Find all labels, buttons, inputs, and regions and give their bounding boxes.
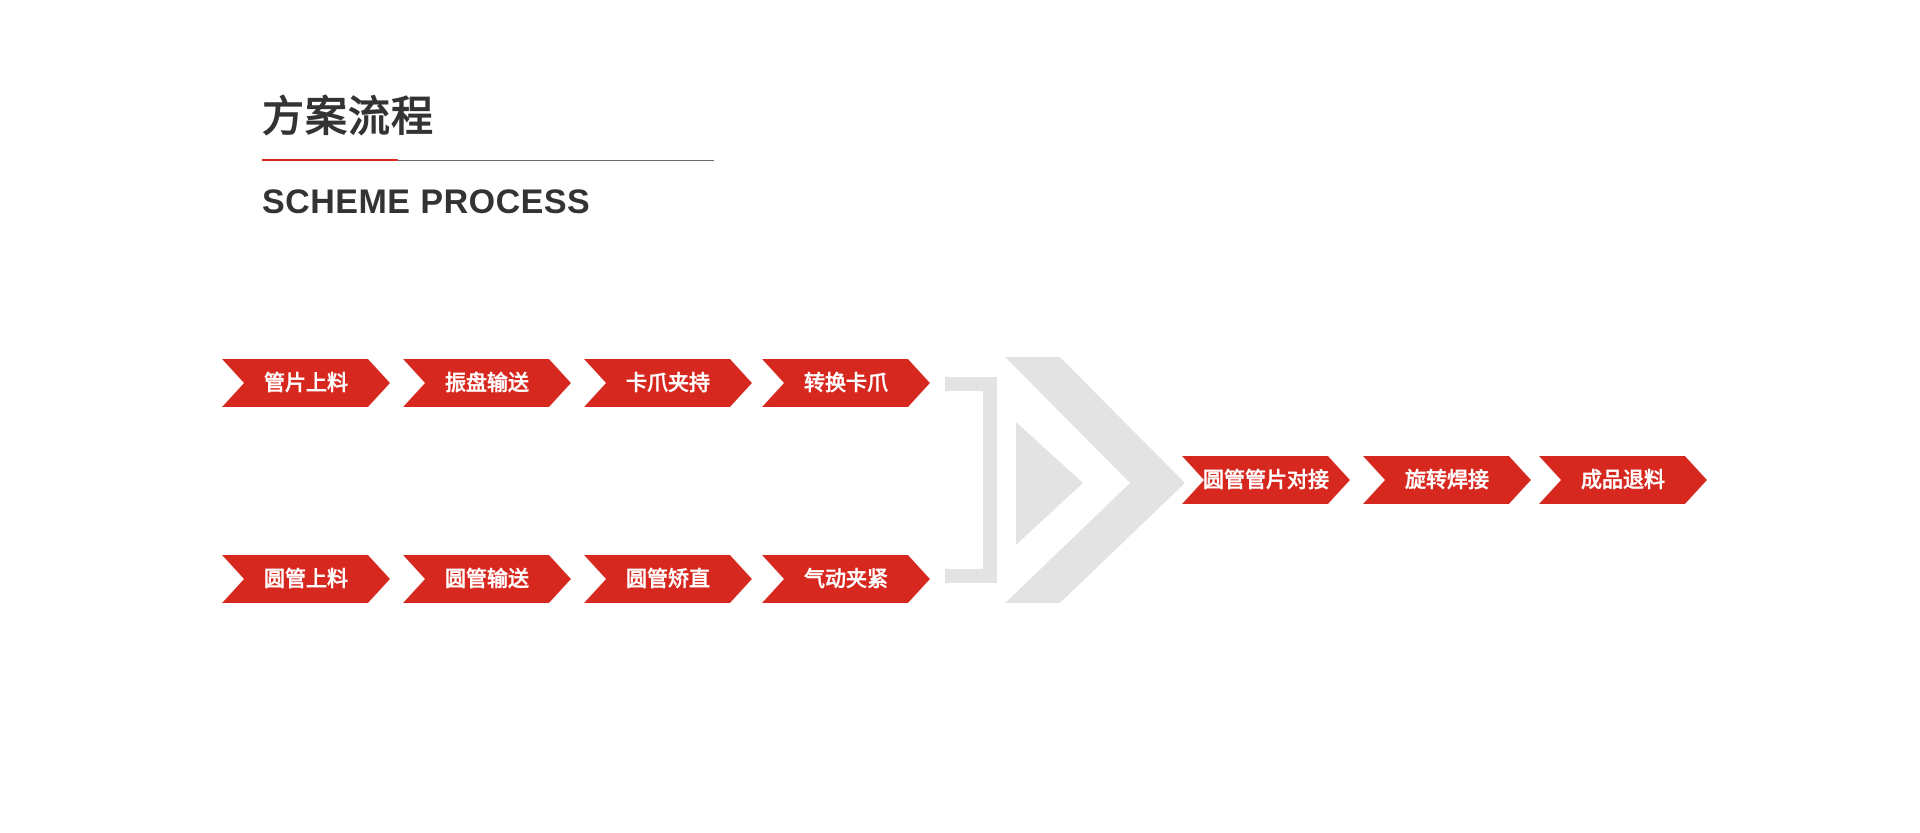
section-header: 方案流程 SCHEME PROCESS	[262, 92, 714, 222]
process-step-bottom-1: 圆管上料	[222, 555, 390, 603]
process-step-label: 管片上料	[264, 371, 348, 395]
process-step-label: 圆管矫直	[626, 567, 710, 591]
process-step-top-4: 转换卡爪	[762, 359, 930, 407]
process-step-label: 卡爪夹持	[626, 371, 710, 395]
chevron-arrow-icon	[762, 359, 930, 407]
process-step-label: 圆管上料	[264, 567, 348, 591]
process-step-bottom-2: 圆管输送	[403, 555, 571, 603]
title-divider	[262, 159, 714, 161]
chevron-arrow-icon	[1182, 456, 1350, 504]
process-step-label: 圆管管片对接	[1203, 468, 1329, 492]
process-step-bottom-3: 圆管矫直	[584, 555, 752, 603]
process-step-label: 成品退料	[1581, 468, 1665, 492]
page-title: 方案流程	[262, 92, 435, 141]
chevron-arrow-icon	[1539, 456, 1707, 504]
process-step-label: 旋转焊接	[1405, 468, 1489, 492]
chevron-arrow-icon	[762, 555, 930, 603]
process-step-top-2: 振盘输送	[403, 359, 571, 407]
chevron-arrow-icon	[403, 555, 571, 603]
chevron-arrow-icon	[584, 359, 752, 407]
chevron-arrow-icon	[222, 359, 390, 407]
chevron-arrow-icon	[584, 555, 752, 603]
process-step-label: 气动夹紧	[804, 567, 888, 591]
process-step-label: 振盘输送	[445, 371, 529, 395]
process-step-label: 圆管输送	[445, 567, 529, 591]
merge-arrow-icon	[945, 357, 1185, 603]
chevron-arrow-icon	[1363, 456, 1531, 504]
chevron-arrow-icon	[222, 555, 390, 603]
chevron-arrow-icon	[403, 359, 571, 407]
process-step-output-3: 成品退料	[1539, 456, 1707, 504]
process-step-bottom-4: 气动夹紧	[762, 555, 930, 603]
process-step-top-3: 卡爪夹持	[584, 359, 752, 407]
process-step-top-1: 管片上料	[222, 359, 390, 407]
title-divider-accent	[262, 159, 398, 161]
process-step-output-1: 圆管管片对接	[1182, 456, 1350, 504]
page-subtitle: SCHEME PROCESS	[262, 183, 591, 221]
process-step-label: 转换卡爪	[804, 371, 888, 395]
process-step-output-2: 旋转焊接	[1363, 456, 1531, 504]
